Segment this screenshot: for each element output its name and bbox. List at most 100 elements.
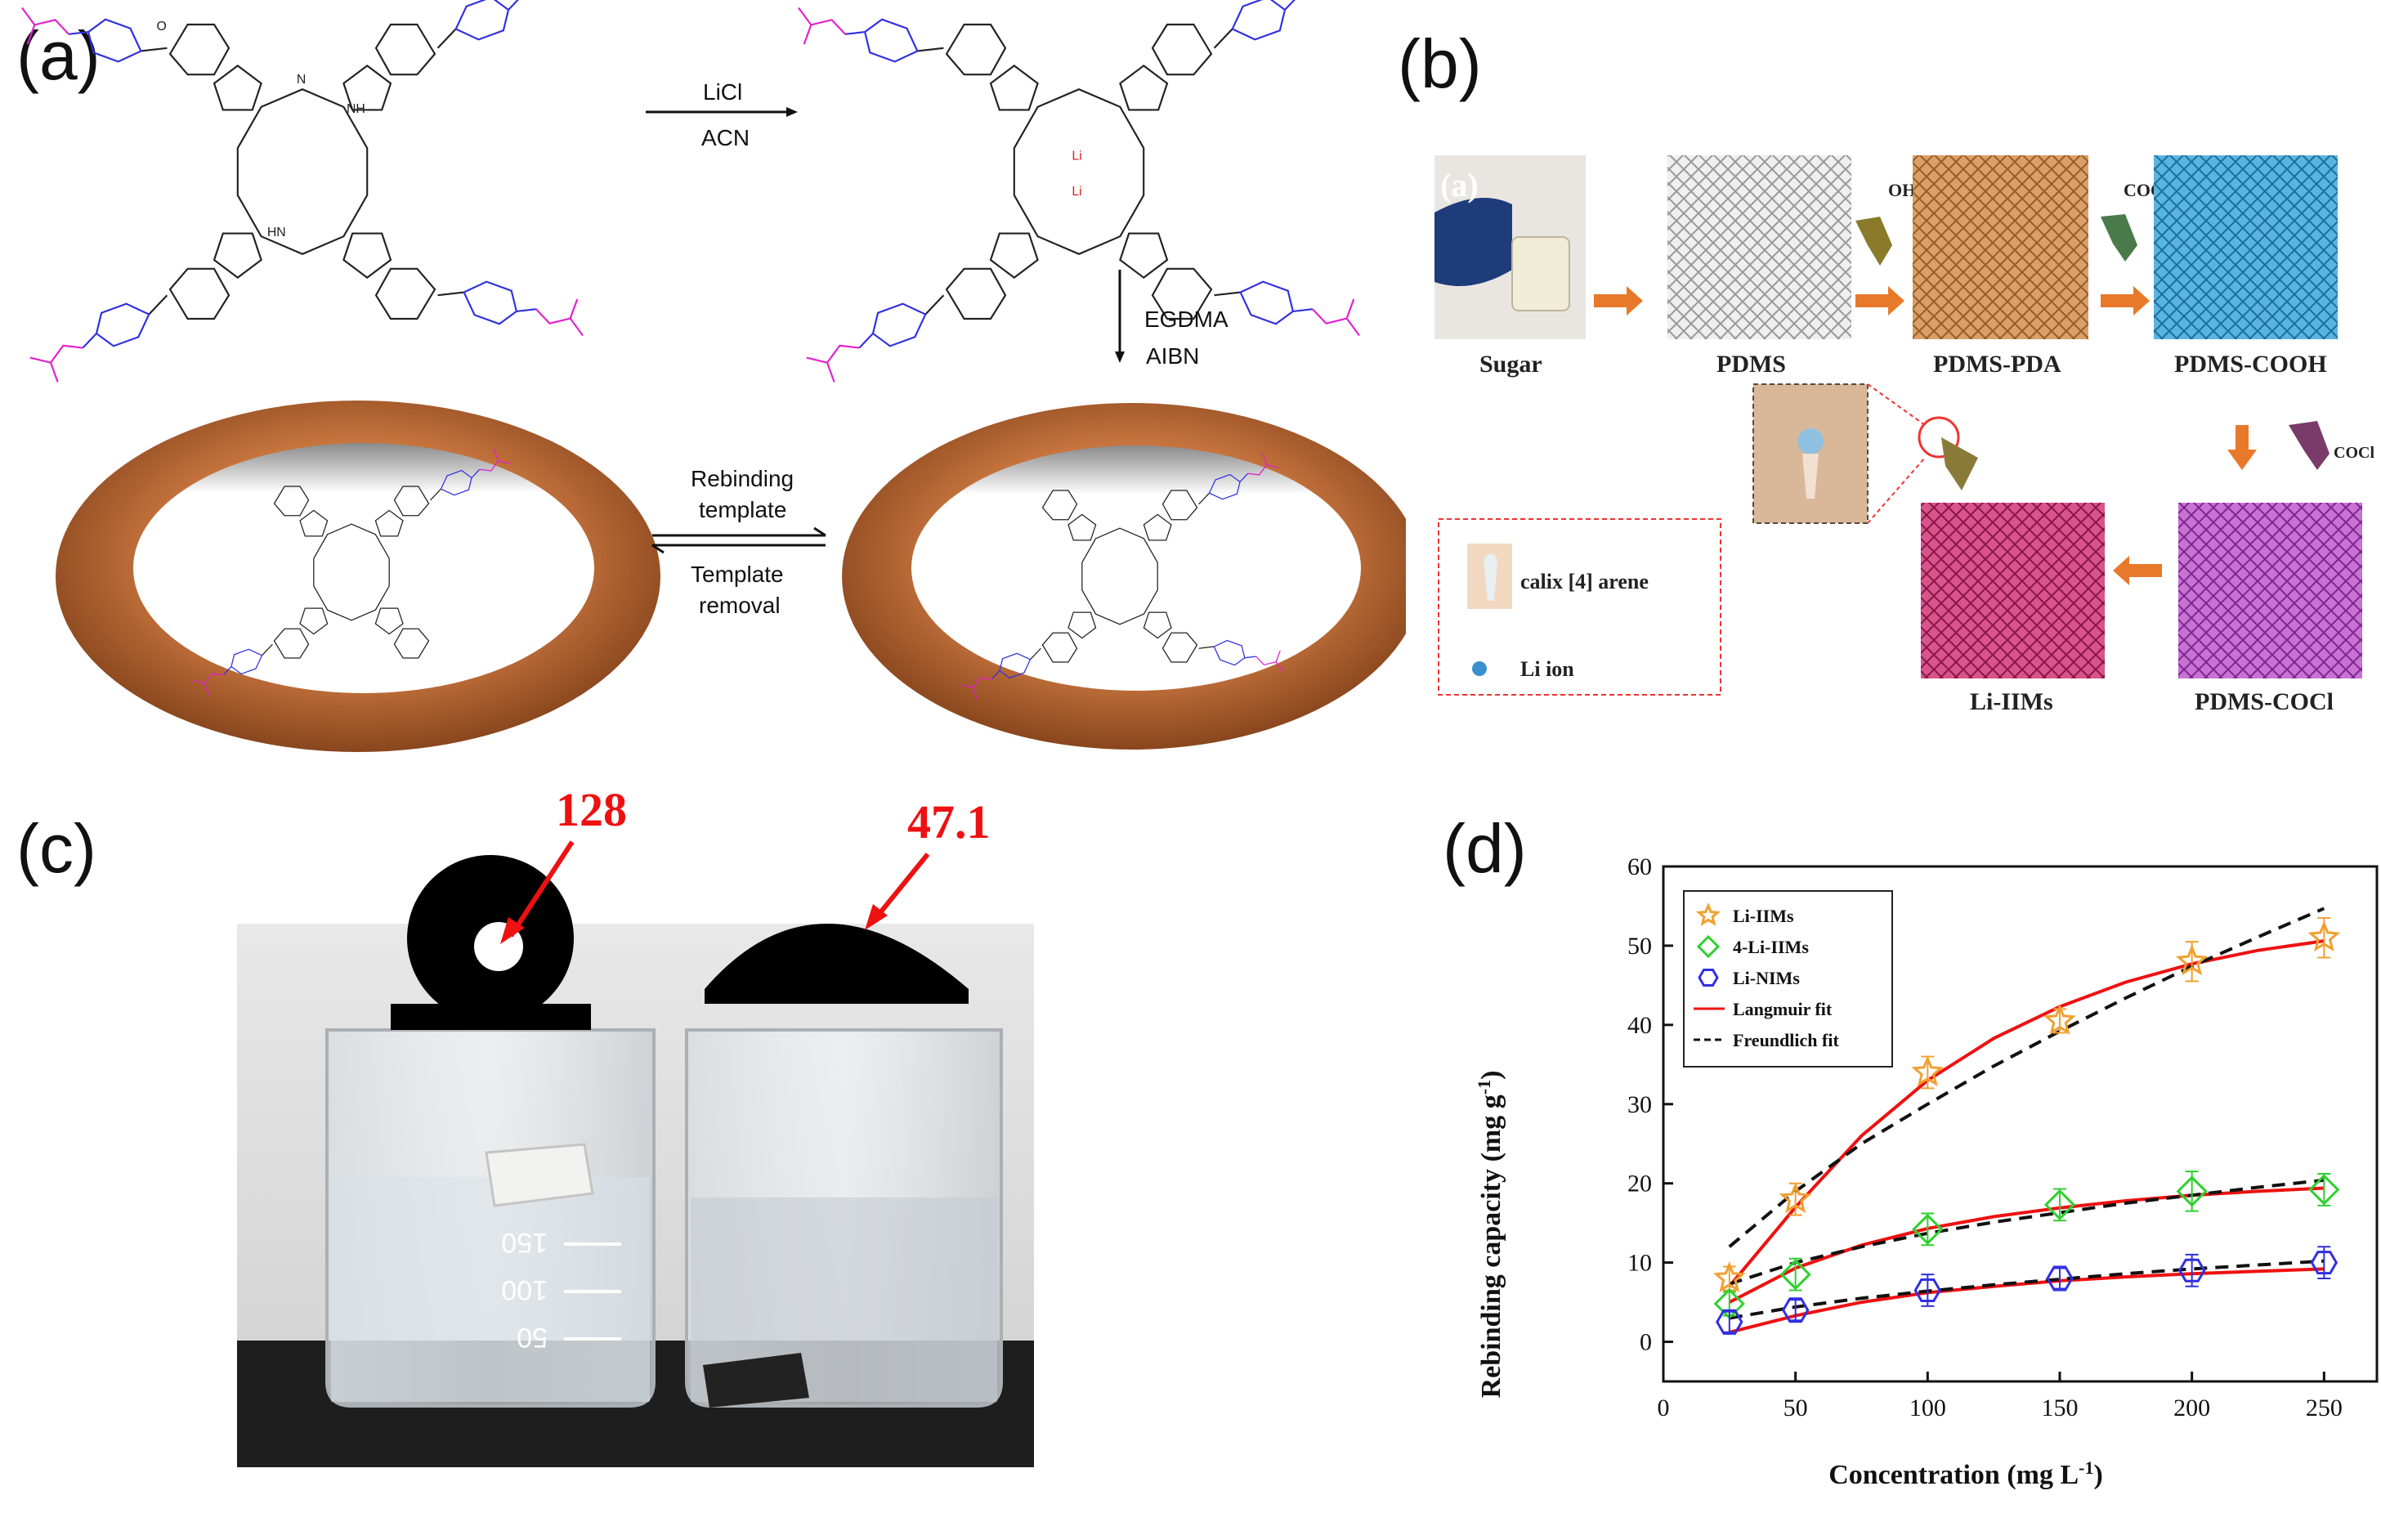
x-tick-label: 250 [2306,1395,2343,1421]
panel-b-label: (b) [1398,25,1482,102]
arrow-3 [2101,286,2150,316]
data-point-star [1911,1055,1945,1087]
contact-angle-annotation-left: 128 [500,783,627,944]
li-atom-label-1: Li [1072,150,1081,163]
freundlich-fit-curve [1728,907,2325,1248]
legend-label: Langmuir fit [1733,999,1833,1019]
fit-curves [1728,907,2325,1334]
legend-calixarene: calix [4] arene [1520,570,1649,593]
legend-label: 4-Li-IIMs [1733,937,1809,957]
atom-nh-label: NH [347,102,365,116]
reagent-licl: LiCl [703,79,742,105]
y-tick-label: 0 [1640,1329,1652,1356]
monomer-diagram: N NH HN O [10,0,595,389]
reagent-acn: ACN [701,125,750,150]
data-point-diamond [2043,1189,2076,1221]
y-tick-label: 10 [1627,1250,1652,1277]
eq-label-template-removal: Template [691,562,784,587]
legend-label: Freundlich fit [1733,1030,1839,1050]
panel-a-scheme: N NH HN O LiCl ACN Li Li EGDMA AIBN [10,0,1406,752]
cocl-molecule-icon: COCl [2289,421,2374,470]
y-axis-title: Rebinding capacity (mg g-1) [1474,1071,1506,1399]
beaker-right [685,1028,1003,1408]
freundlich-fit-curve [1729,1259,2325,1320]
panel-a: (a) [0,0,1406,760]
freundlich-fit-curve [1729,1178,2325,1286]
step-label-pdms-cocl: PDMS-COCl [2195,688,2334,715]
oh-molecule-icon: OH [1855,180,1916,266]
y-tick-label: 20 [1627,1171,1652,1198]
panel-b-legend: calix [4] arene Li ion [1438,518,1721,696]
beaker-mark-150: 150 [501,1227,548,1258]
sponge-white [485,1143,594,1207]
arrow-2 [1855,286,1904,316]
contact-angle-annotation-right: 47.1 [865,795,991,930]
data-point-star [2043,1004,2076,1035]
panel-b-scheme: (a) Sugar PDMS OH PDMS-PDA COOH PDMS-COO… [1434,155,2374,715]
y-tick-label: 40 [1627,1012,1652,1039]
data-point-hexagon [2046,1266,2074,1291]
beaker-mark-50: 50 [517,1322,548,1353]
data-point-diamond [1779,1259,1811,1291]
data-point-hexagon [2310,1251,2338,1275]
x-axis-title: Concentration (mg L-1) [1828,1457,2103,1490]
pdms-cocl-block [2178,503,2362,678]
y-tick-label: 60 [1627,853,1652,880]
data-point-diamond [1912,1213,1944,1246]
x-tick-label: 150 [2042,1395,2079,1421]
data-point-diamond [2176,1175,2208,1207]
reaction-arrow-licl: LiCl ACN [646,79,798,150]
atom-n-label: N [297,73,306,87]
step-label-pdms-cooh: PDMS-COOH [2174,351,2327,378]
step-label-pdms-pda: PDMS-PDA [1933,351,2061,378]
x-tick-label: 100 [1909,1395,1946,1421]
data-point-star [1713,1261,1746,1293]
data-point-hexagon [2177,1258,2206,1283]
y-tick-label: 30 [1627,1091,1652,1118]
data-point-star [2307,920,2341,952]
reagent-egdma: EGDMA [1144,307,1229,332]
pdms-cooh-block [2154,155,2338,339]
group-oh-label: OH [1888,180,1916,200]
li-complex-diagram: Li Li [786,0,1372,389]
imprinted-cavity-empty [56,401,660,752]
calixarene-icon [1484,553,1497,601]
langmuir-fit-curve [1729,1267,2325,1334]
arrow-1 [1594,286,1643,316]
data-point-hexagon [1781,1298,1810,1323]
droplet-hydrophilic [705,924,969,1004]
arrow-4 [2227,425,2257,470]
legend-marker-diamond [1696,934,1721,959]
li-atom-label-2: Li [1072,185,1081,199]
contact-angle-left-value: 128 [556,783,627,836]
step-label-pdms: PDMS [1716,351,1786,378]
sugar-photo-inset-label: (a) [1440,167,1479,204]
legend-label: Li-NIMs [1733,968,1800,988]
eq-label-removal: removal [699,593,781,618]
y-tick-label: 50 [1627,933,1652,960]
sugar-photo: (a) [1434,155,1586,339]
reaction-arrow-polymerization: EGDMA AIBN [1115,270,1229,369]
x-tick-label: 50 [1784,1395,1808,1421]
data-point-hexagon [1913,1278,1942,1302]
panel-d-label: (d) [1443,810,1527,887]
x-tick-label: 200 [2173,1395,2210,1421]
data-point-diamond [2308,1174,2340,1206]
eq-label-template: template [699,497,786,522]
legend-li-ion: Li ion [1520,657,1574,681]
data-point-hexagon [1716,1309,1743,1334]
group-cocl-label: COCl [2334,444,2374,462]
step-label-li-iims: Li-IIMs [1970,688,2053,715]
beaker-left: 150 100 50 [325,1028,656,1408]
arrow-5 [2113,556,2162,585]
atom-hn-label: HN [267,226,286,240]
data-point-star [1779,1182,1812,1213]
li-iims-block [1921,503,2105,678]
beaker-mark-100: 100 [501,1274,548,1305]
legend-label: Li-IIMs [1733,906,1794,926]
contact-angle-right-value: 47.1 [907,795,991,848]
